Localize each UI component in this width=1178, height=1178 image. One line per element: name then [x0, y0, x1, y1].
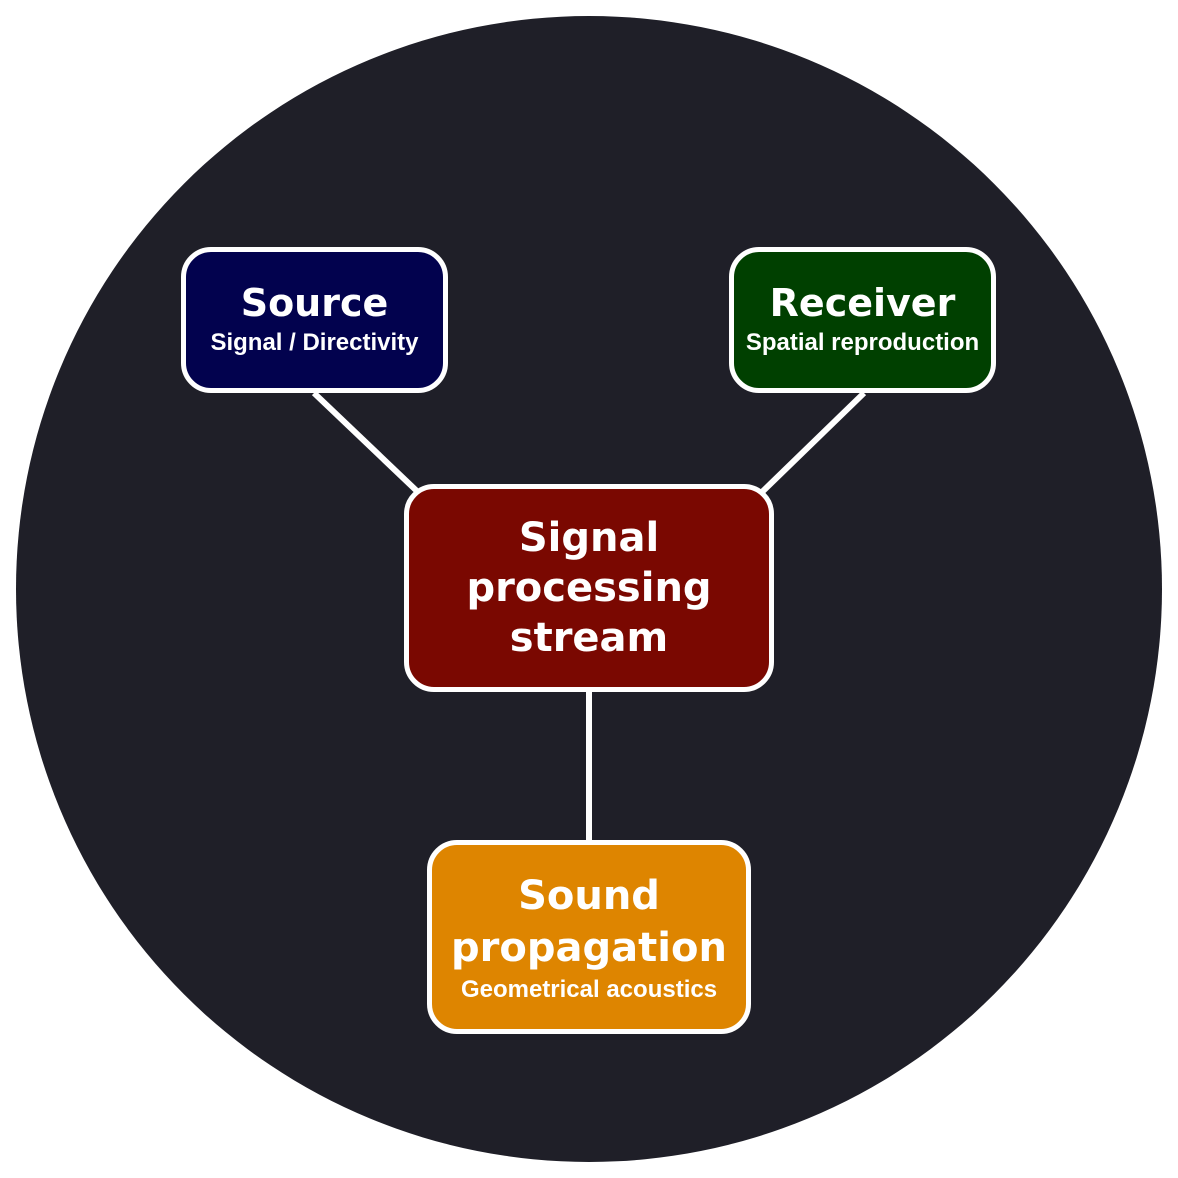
source-title: Source — [240, 280, 389, 325]
signal-processing-node: Signal processing stream — [404, 484, 774, 692]
signal-processing-title-line-2: processing — [466, 565, 712, 611]
connector-receiver-signal — [757, 390, 867, 497]
receiver-node: Receiver Spatial reproduction — [729, 247, 996, 393]
receiver-title: Receiver — [769, 280, 956, 325]
signal-processing-title-line-1: Signal — [518, 515, 660, 561]
source-node: Source Signal / Directivity — [181, 247, 448, 393]
source-subtitle: Signal / Directivity — [210, 329, 419, 357]
receiver-subtitle: Spatial reproduction — [745, 329, 980, 357]
connector-source-signal — [311, 390, 423, 497]
sound-propagation-subtitle: Geometrical acoustics — [460, 975, 718, 1003]
signal-processing-title-line-3: stream — [509, 615, 669, 661]
sound-propagation-node: Sound propagation Geometrical acoustics — [427, 840, 751, 1034]
sound-propagation-title-line-2: propagation — [451, 924, 727, 971]
sound-propagation-title-line-1: Sound — [518, 872, 660, 919]
